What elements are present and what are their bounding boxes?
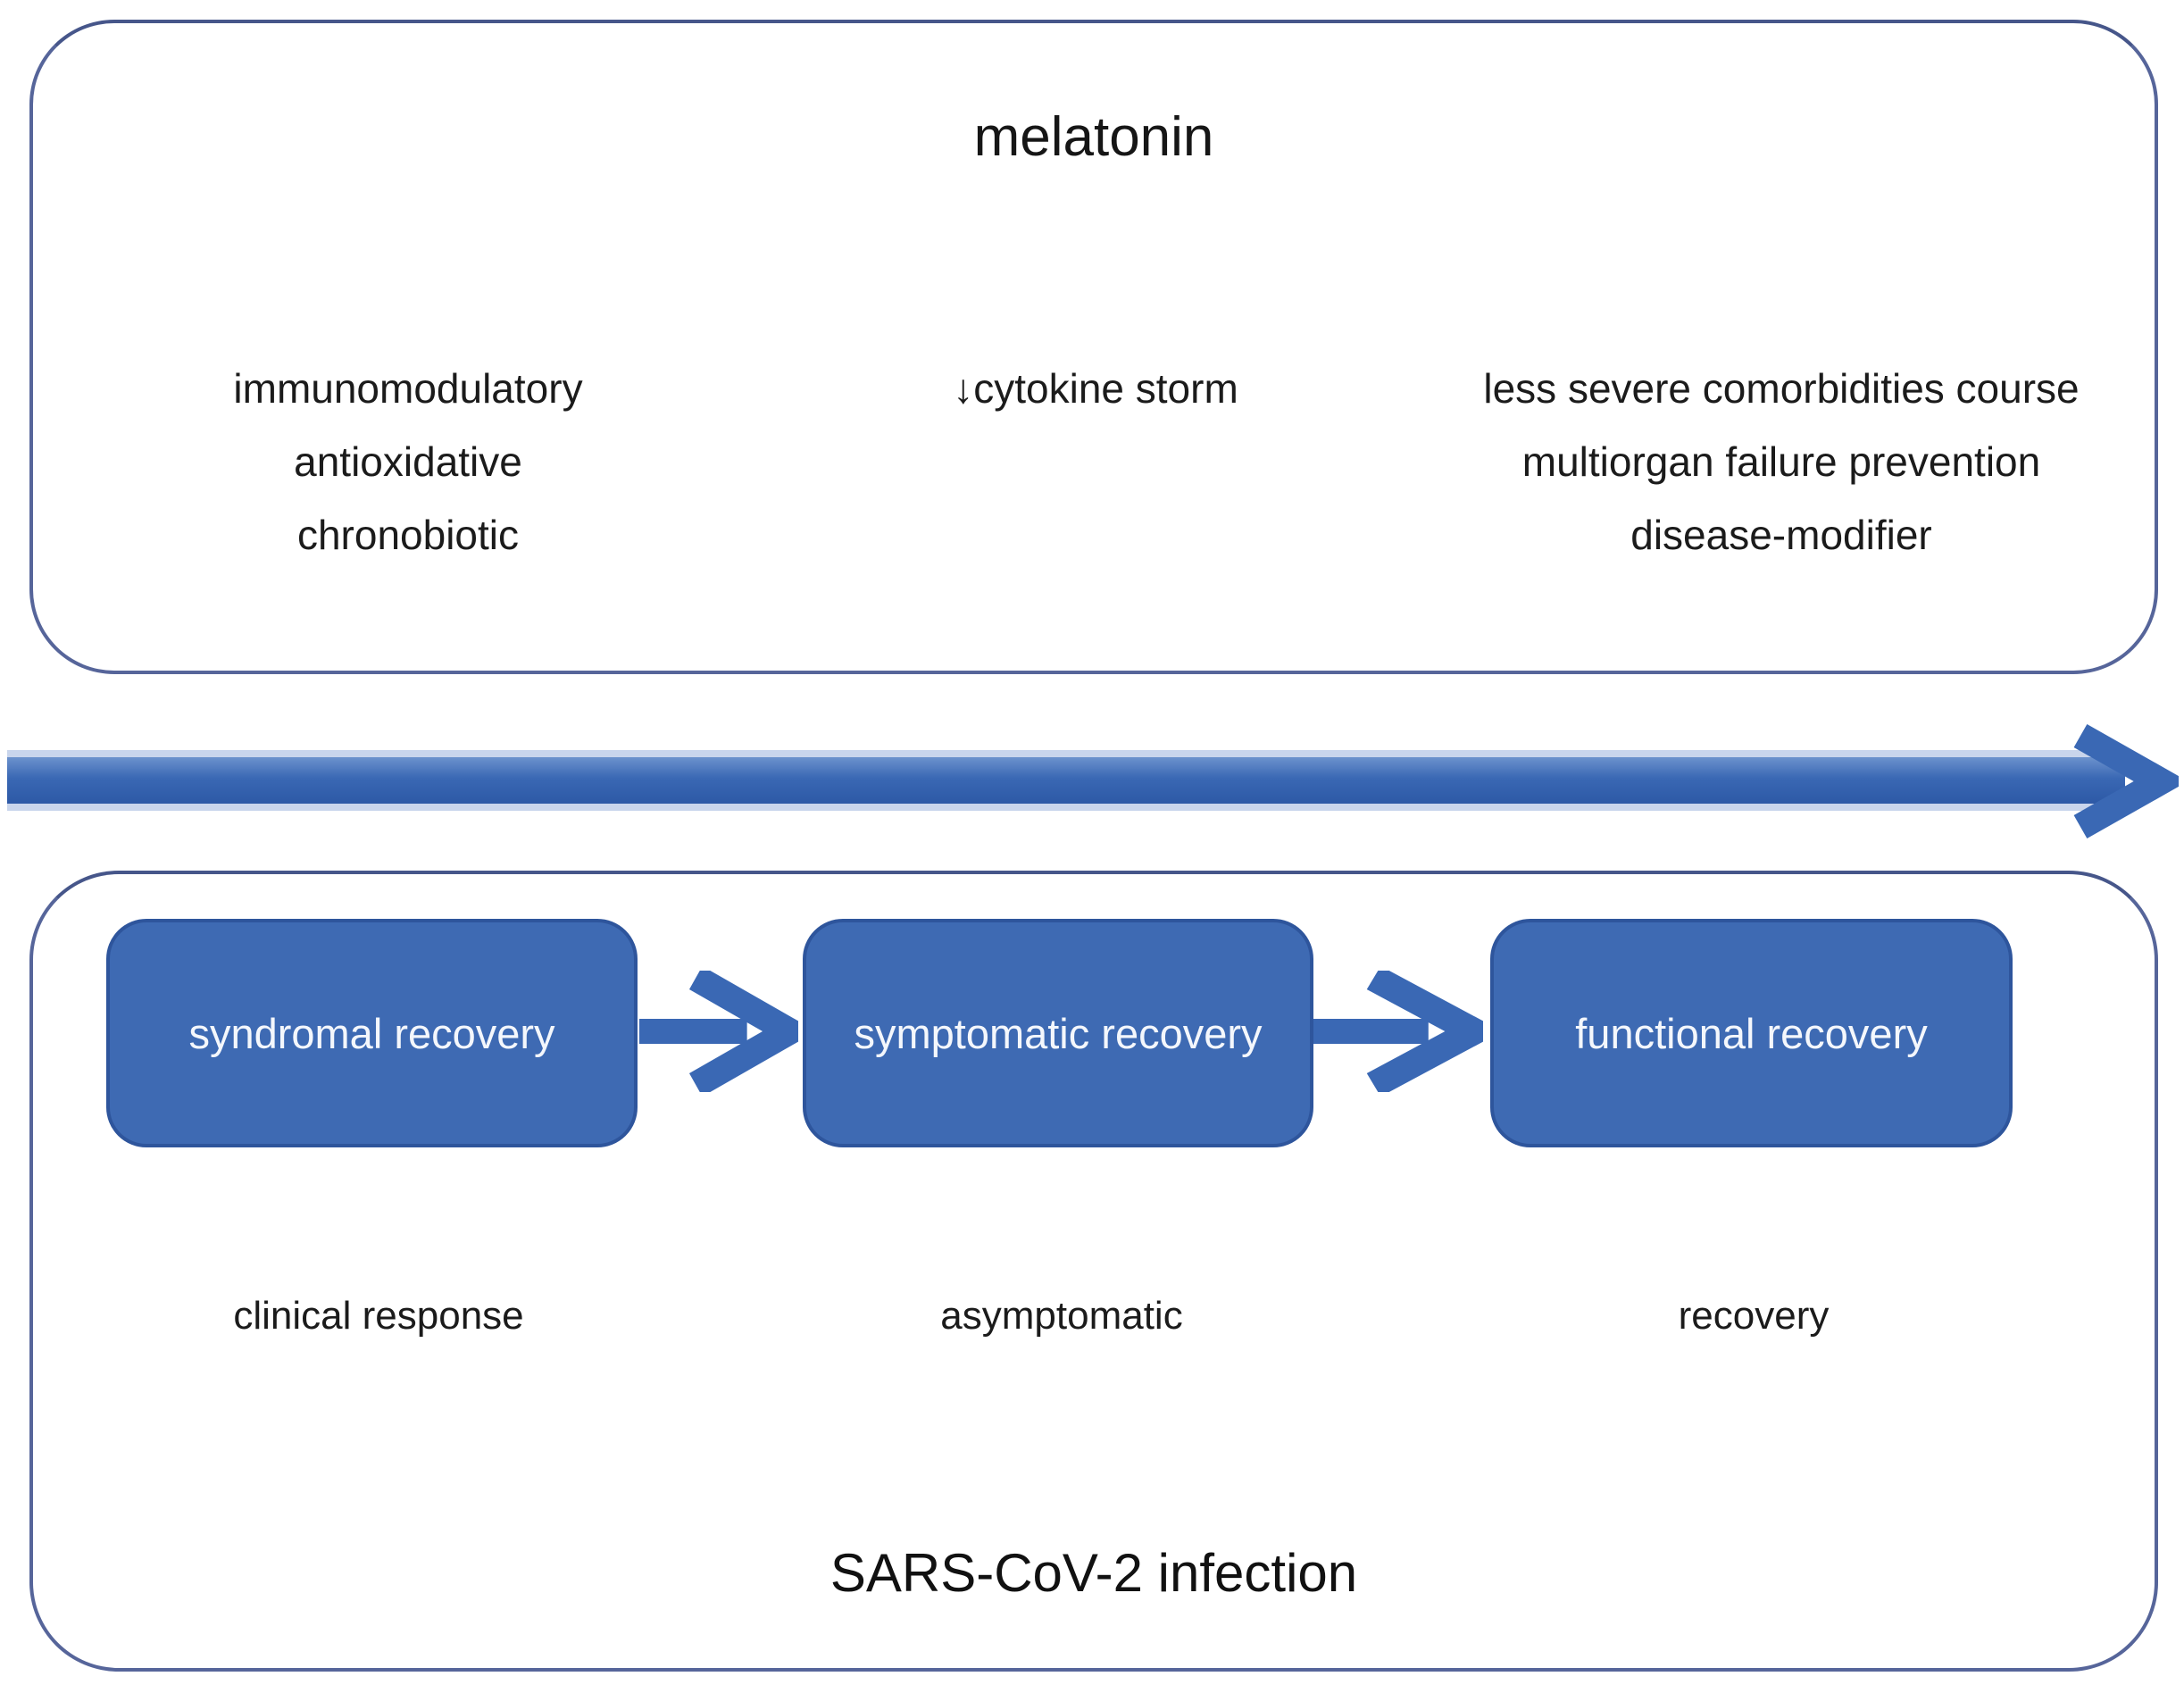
stage-label: syndromal recovery bbox=[188, 1009, 555, 1057]
effect-line: disease-modifier bbox=[1630, 512, 1932, 558]
melatonin-panel: melatonin immunomodulatory antioxidative… bbox=[29, 20, 2158, 674]
effect-line: ↓cytokine storm bbox=[953, 365, 1238, 412]
progression-arrow-icon bbox=[7, 723, 2179, 839]
sars-cov2-infection-title: SARS-CoV-2 infection bbox=[829, 1543, 1358, 1603]
stage-box-syndromal-recovery: syndromal recovery bbox=[106, 919, 638, 1147]
effects-column-left: immunomodulatory antioxidative chronobio… bbox=[113, 352, 703, 571]
effect-line: multiorgan failure prevention bbox=[1521, 438, 2041, 485]
stage-box-symptomatic-recovery: symptomatic recovery bbox=[803, 919, 1313, 1147]
stage-sublabel-clinical-response: clinical response bbox=[233, 1294, 524, 1338]
effect-line: chronobiotic bbox=[296, 512, 520, 558]
effects-column-middle: ↓cytokine storm bbox=[801, 352, 1390, 425]
effect-line: antioxidative bbox=[294, 438, 522, 485]
stage-sublabel-asymptomatic: asymptomatic bbox=[940, 1294, 1183, 1338]
arrow-right-icon bbox=[1313, 971, 1483, 1092]
stage-label: symptomatic recovery bbox=[854, 1009, 1263, 1057]
effect-line: less severe comorbidities course bbox=[1483, 365, 2080, 412]
effect-line: immunomodulatory bbox=[233, 365, 583, 412]
sars-cov2-panel: syndromal recovery symptomatic recovery … bbox=[29, 871, 2158, 1672]
stage-sublabel-recovery: recovery bbox=[1678, 1294, 1830, 1338]
effects-column-right: less severe comorbidities course multior… bbox=[1397, 352, 2165, 571]
stage-box-functional-recovery: functional recovery bbox=[1490, 919, 2013, 1147]
stage-label: functional recovery bbox=[1575, 1009, 1928, 1057]
arrow-right-icon bbox=[639, 971, 798, 1092]
melatonin-title: melatonin bbox=[973, 106, 1214, 168]
